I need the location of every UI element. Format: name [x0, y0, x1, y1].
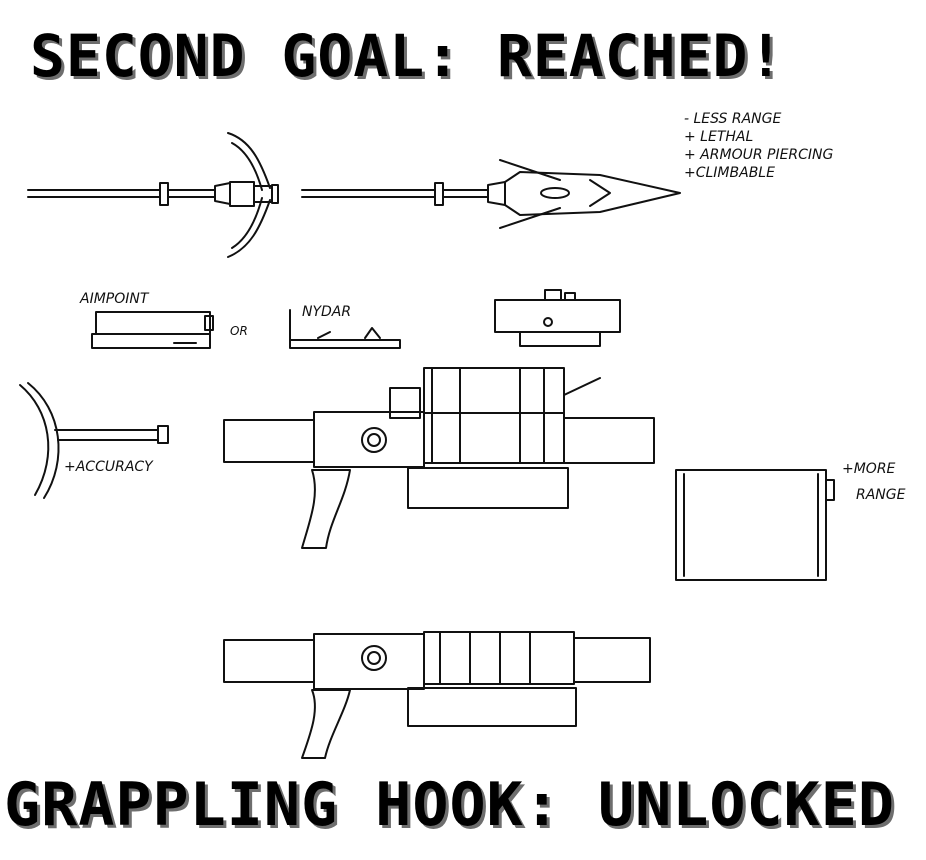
- banner-title-unlocked: GRAPPLING HOOK: UNLOCKED: [4, 770, 895, 840]
- label-accuracy: +ACCURACY: [64, 459, 153, 475]
- stock-drawing: [20, 383, 168, 498]
- grapple-hook-drawing: [28, 133, 278, 257]
- launcher-lower-drawing: [224, 632, 650, 758]
- nydar-optic-drawing: [290, 310, 400, 348]
- launcher-upper-drawing: [224, 368, 654, 548]
- label-or: OR: [230, 324, 248, 338]
- arrowhead-note-1: - LESS RANGE: [684, 111, 782, 127]
- arrowhead-note-3: + ARMOUR PIERCING: [684, 147, 834, 163]
- arrowhead-drawing: [302, 160, 680, 228]
- arrowhead-note-2: + LETHAL: [684, 129, 754, 145]
- label-aimpoint: AIMPOINT: [80, 291, 149, 307]
- label-more-range-2: RANGE: [856, 487, 906, 503]
- aimpoint-optic-drawing: [92, 312, 213, 348]
- label-more-range-1: +MORE: [842, 461, 896, 477]
- arrowhead-note-4: +CLIMBABLE: [684, 165, 775, 181]
- reddot-optic-drawing: [495, 290, 620, 346]
- label-nydar: NYDAR: [302, 304, 352, 320]
- magazine-drawing: [676, 470, 834, 580]
- banner-title-goal: SECOND GOAL: REACHED!: [30, 22, 785, 90]
